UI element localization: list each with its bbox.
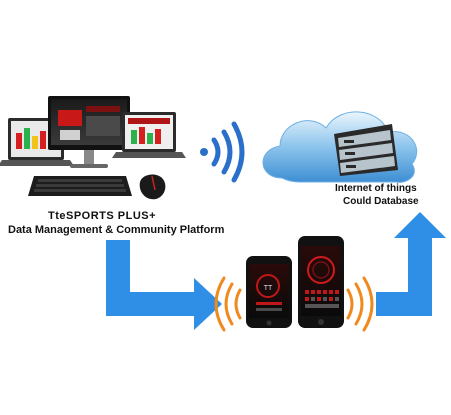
product-name: TteSPORTS PLUS+ (48, 210, 157, 222)
arrow-to-phones (106, 240, 222, 330)
svg-text:TT: TT (264, 285, 273, 292)
mouse-icon (139, 174, 166, 200)
cloud-label-line1: Internet of things (335, 183, 417, 194)
cloud-label-line2: Could Database (343, 196, 419, 207)
product-subtitle: Data Management & Community Platform (8, 224, 225, 236)
wifi-signal-right-orange-icon (346, 276, 374, 332)
monitor-icon (48, 96, 130, 168)
database-server-icon (334, 124, 398, 176)
wifi-signal-icon (200, 121, 245, 183)
laptop-right-icon (112, 112, 186, 158)
smartphone-left-icon: TT (246, 256, 292, 328)
wifi-signal-left-orange-icon (214, 276, 242, 332)
keyboard-icon (28, 176, 132, 196)
arrow-to-cloud (376, 212, 446, 316)
smartphone-right-icon (298, 236, 344, 328)
